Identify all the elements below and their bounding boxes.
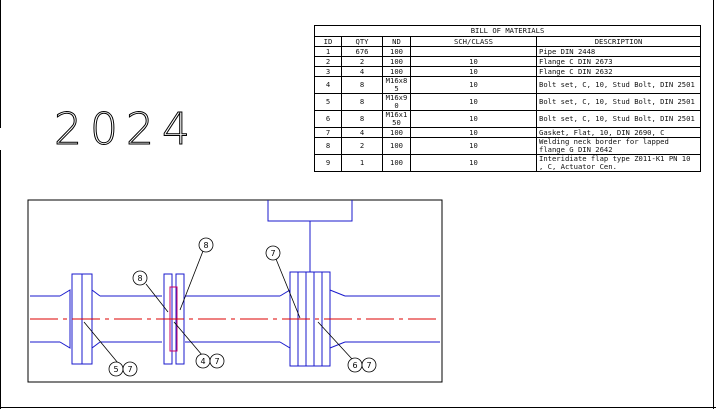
bom-cell-description: Interidiate flap type Z011-K1 PN 10 , C,… (536, 154, 701, 172)
callout-4-label: 4 (200, 357, 205, 366)
bom-row: 9 1 100 10 Interidiate flap type Z011-K1… (314, 154, 701, 172)
callout-7-c (361, 357, 377, 373)
pipe-run (30, 295, 440, 343)
callout-8-left (132, 270, 148, 286)
callout-6-label: 6 (352, 361, 357, 370)
frame-right-edge (713, 0, 714, 409)
leader-lines (83, 250, 353, 364)
bom-row: 5 8 M16x9 0 10 Bolt set, C, 10, Stud Bol… (314, 93, 701, 111)
callout-7-top (265, 245, 281, 261)
drawing-frame (27, 199, 443, 383)
callout-7-c-label: 7 (366, 361, 371, 370)
bom-row: 4 8 M16x8 5 10 Bolt set, C, 10, Stud Bol… (314, 76, 701, 94)
callout-7-b-label: 7 (214, 357, 219, 366)
bom-cell-nd: M16x9 0 (382, 93, 411, 111)
callout-7-a-label: 7 (127, 365, 132, 374)
actuator-box (267, 200, 353, 222)
callout-bubbles (108, 237, 377, 377)
year-label: 2024 (54, 104, 198, 156)
bom-cell-sch: 10 (410, 154, 537, 172)
callout-7-top-label: 7 (270, 249, 275, 258)
bill-of-materials-table: BILL OF MATERIALS ID QTY ND SCH/CLASS DE… (314, 25, 701, 172)
frame-left-edge-lower (0, 150, 1, 409)
callout-8-top (198, 237, 214, 253)
callout-7-b (209, 353, 225, 369)
callout-5-label: 5 (113, 365, 118, 374)
callout-8-top-label: 8 (203, 241, 208, 250)
frame-bottom-edge (0, 407, 716, 408)
callout-7-a (122, 361, 138, 377)
callout-8-left-label: 8 (137, 274, 142, 283)
bom-row: 6 8 M16x1 50 10 Bolt set, C, 10, Stud Bo… (314, 110, 701, 128)
bom-row: 3 4 100 10 Flange C DIN 2632 (314, 66, 701, 77)
frame-left-edge (0, 0, 1, 128)
